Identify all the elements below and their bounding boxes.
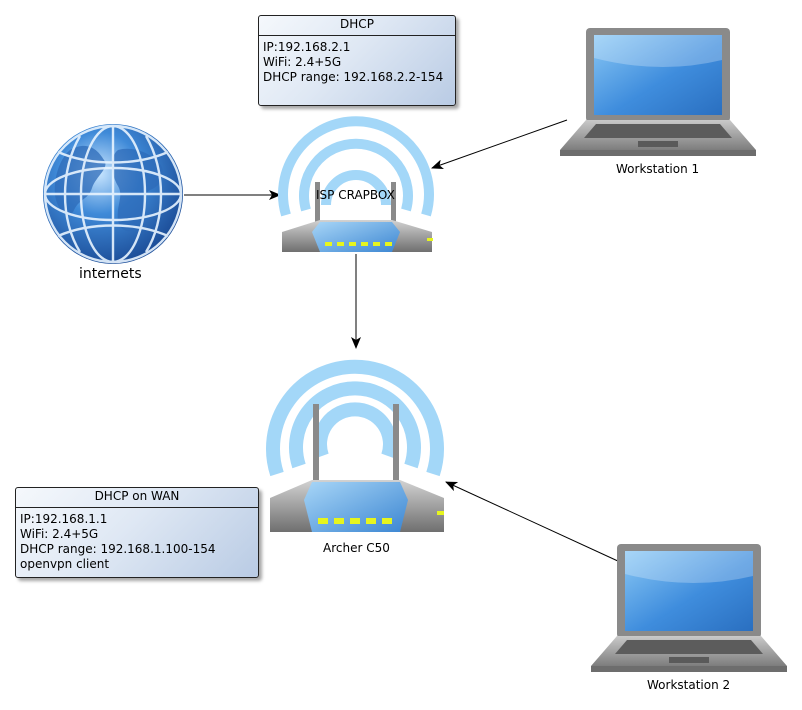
node-label-archer-router: Archer C50 bbox=[323, 541, 390, 555]
archer-info-box: DHCP on WAN IP:192.168.1.1 WiFi: 2.4+5G … bbox=[15, 487, 259, 578]
info-box-line: WiFi: 2.4+5G bbox=[263, 55, 342, 69]
info-box-line: DHCP range: 192.168.1.100-154 bbox=[20, 542, 216, 556]
info-box-body: IP:192.168.2.1 WiFi: 2.4+5G DHCP range: … bbox=[259, 36, 455, 87]
node-label-workstation1: Workstation 1 bbox=[616, 162, 700, 176]
globe-icon bbox=[43, 124, 183, 264]
info-box-line: DHCP range: 192.168.2.2-154 bbox=[263, 70, 444, 84]
node-label-internet: internets bbox=[79, 266, 142, 282]
isp-info-box: DHCP IP:192.168.2.1 WiFi: 2.4+5G DHCP ra… bbox=[258, 15, 456, 106]
info-box-title: DHCP on WAN bbox=[16, 488, 258, 508]
info-box-line: IP:192.168.2.1 bbox=[263, 40, 351, 54]
info-box-title: DHCP bbox=[259, 16, 455, 36]
node-label-workstation2: Workstation 2 bbox=[647, 678, 731, 692]
info-box-line: openvpn client bbox=[20, 557, 110, 571]
archer-router-icon bbox=[266, 359, 444, 532]
link-workstation1-to-isp bbox=[431, 119, 568, 170]
laptop-icon bbox=[591, 544, 787, 672]
link-workstation2-to-archer bbox=[445, 481, 621, 563]
node-label-isp-router: ISP CRAPBOX bbox=[316, 188, 395, 202]
laptop-icon bbox=[560, 28, 756, 156]
isp-router-icon bbox=[278, 116, 434, 252]
info-box-body: IP:192.168.1.1 WiFi: 2.4+5G DHCP range: … bbox=[16, 508, 258, 574]
info-box-line: WiFi: 2.4+5G bbox=[20, 527, 99, 541]
info-box-line: IP:192.168.1.1 bbox=[20, 512, 108, 526]
